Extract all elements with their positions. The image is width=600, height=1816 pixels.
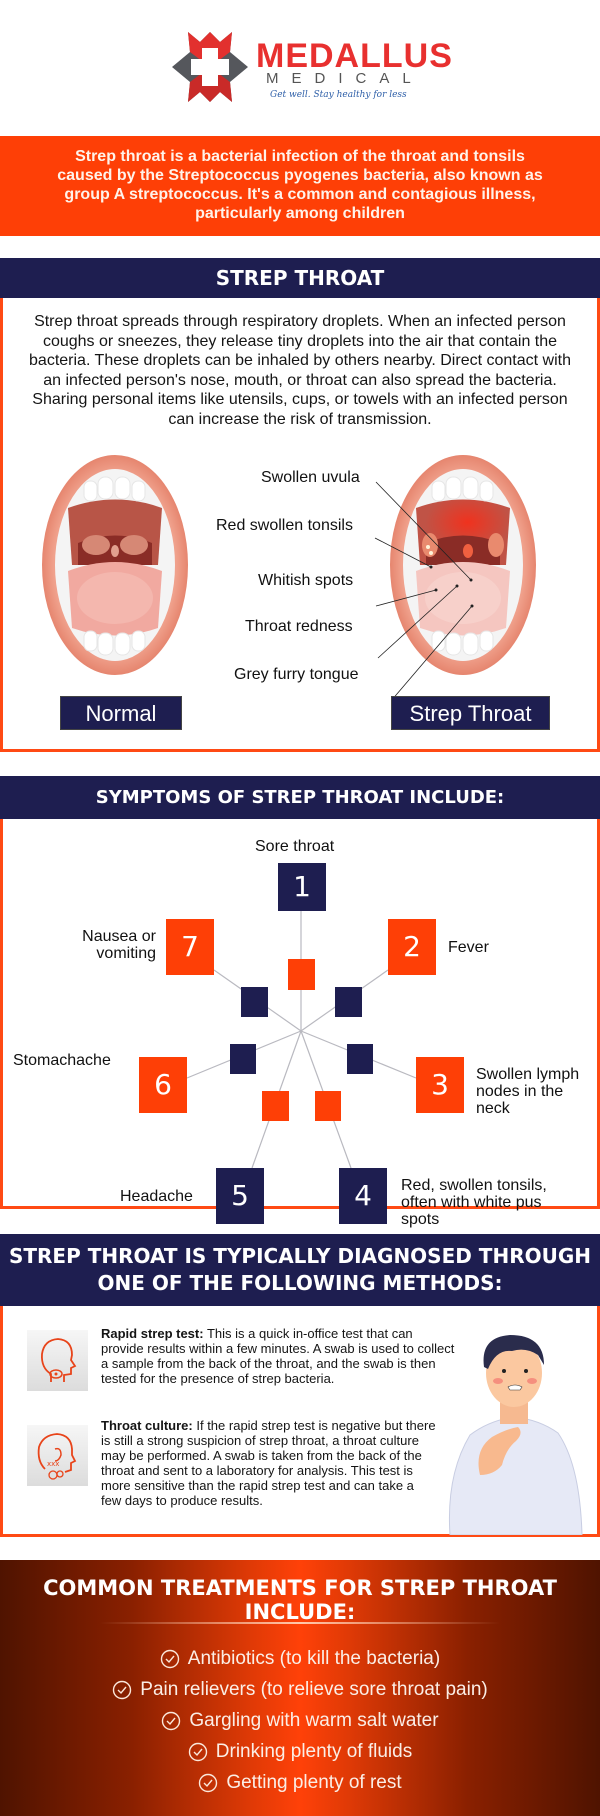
symptom-number-3: 3: [416, 1057, 464, 1113]
annotation-swollen-uvula: Swollen uvula: [261, 469, 360, 486]
head-throat-bacteria-icon: xxx: [27, 1425, 88, 1486]
method-name: Throat culture:: [101, 1418, 193, 1433]
check-circle-icon: [113, 1680, 132, 1699]
symptom-number-7: 7: [166, 919, 214, 975]
divider: [100, 1622, 500, 1624]
treatment-label: Antibiotics (to kill the bacteria): [187, 1647, 441, 1669]
treatments-list: Antibiotics (to kill the bacteria) Pain …: [0, 1643, 600, 1798]
check-circle-icon: [188, 1742, 207, 1761]
section-title-diagnosis: STREP THROAT IS TYPICALLY DIAGNOSED THRO…: [0, 1234, 600, 1306]
treatment-item: Gargling with warm salt water: [0, 1705, 600, 1736]
section-treatments: [0, 1560, 600, 1816]
treatment-label: Getting plenty of rest: [226, 1771, 402, 1793]
label-normal: Normal: [60, 696, 182, 730]
check-circle-icon: [160, 1649, 179, 1668]
intro-banner: Strep throat is a bacterial infection of…: [0, 136, 600, 236]
annotation-whitish-spots: Whitish spots: [258, 572, 354, 589]
brand-subtitle: MEDICAL: [266, 70, 424, 87]
section-title-strep-throat: STREP THROAT: [0, 258, 600, 298]
check-circle-icon: [199, 1773, 218, 1792]
symptom-label-fever: Fever: [448, 939, 489, 956]
method-name: Rapid strep test:: [101, 1326, 204, 1341]
label-strep-throat: Strep Throat: [391, 696, 550, 730]
annotation-leader-lines: [374, 481, 474, 700]
treatment-item: Pain relievers (to relieve sore throat p…: [0, 1674, 600, 1705]
check-circle-icon: [162, 1711, 181, 1730]
head-throat-icon: [27, 1330, 88, 1391]
method-description: If the rapid strep test is negative but …: [101, 1418, 436, 1508]
symptom-label-nausea: Nausea or vomiting: [82, 928, 156, 962]
method-description: This is a quick in-office test that can …: [101, 1326, 455, 1386]
diagnosis-method-rapid-strep: Rapid strep test: This is a quick in-off…: [101, 1326, 456, 1386]
strep-mouth-illustration: [390, 455, 536, 675]
symptom-number-2: 2: [388, 919, 436, 975]
medical-cross-star-icon: [172, 32, 248, 102]
svg-text:xxx: xxx: [47, 1460, 59, 1468]
treatment-item: Antibiotics (to kill the bacteria): [0, 1643, 600, 1674]
symptom-label-headache: Headache: [120, 1188, 193, 1205]
treatment-label: Pain relievers (to relieve sore throat p…: [140, 1678, 488, 1700]
treatment-label: Drinking plenty of fluids: [215, 1740, 413, 1762]
normal-mouth-illustration: [42, 455, 188, 675]
brand-name: MEDALLUS: [256, 37, 453, 75]
symptom-label-swollen-lymph-nodes: Swollen lymph nodes in the neck: [476, 1066, 580, 1117]
treatment-item: Getting plenty of rest: [0, 1767, 600, 1798]
treatment-label: Gargling with warm salt water: [189, 1709, 439, 1731]
transmission-text: Strep throat spreads through respiratory…: [29, 313, 571, 428]
symptom-number-1: 1: [278, 863, 326, 911]
symptom-star-diagram: [186, 911, 417, 1169]
treatment-item: Drinking plenty of fluids: [0, 1736, 600, 1767]
brand-tagline: Get well. Stay healthy for less: [270, 90, 407, 100]
annotation-throat-redness: Throat redness: [245, 618, 353, 635]
section-title-symptoms: SYMPTOMS OF STREP THROAT INCLUDE:: [0, 776, 600, 819]
symptom-number-5: 5: [216, 1168, 264, 1224]
symptom-label-sore-throat: Sore throat: [255, 838, 335, 855]
symptom-label-stomachache: Stomachache: [13, 1052, 111, 1069]
annotation-red-swollen-tonsils: Red swollen tonsils: [216, 517, 353, 534]
diagnosis-title-line-2: ONE OF THE FOLLOWING METHODS:: [97, 1271, 503, 1295]
person-holding-throat-illustration: [448, 1335, 583, 1535]
section-title-treatments: COMMON TREATMENTS FOR STREP THROAT INCLU…: [43, 1576, 557, 1624]
symptom-label-red-swollen-tonsils: Red, swollen tonsils, often with white p…: [401, 1177, 547, 1228]
diagnosis-title-line-1: STREP THROAT IS TYPICALLY DIAGNOSED THRO…: [8, 1244, 591, 1268]
annotation-grey-furry-tongue: Grey furry tongue: [234, 666, 359, 683]
diagnosis-method-throat-culture: Throat culture: If the rapid strep test …: [101, 1418, 436, 1508]
symptom-number-6: 6: [139, 1057, 187, 1113]
symptom-number-4: 4: [339, 1168, 387, 1224]
